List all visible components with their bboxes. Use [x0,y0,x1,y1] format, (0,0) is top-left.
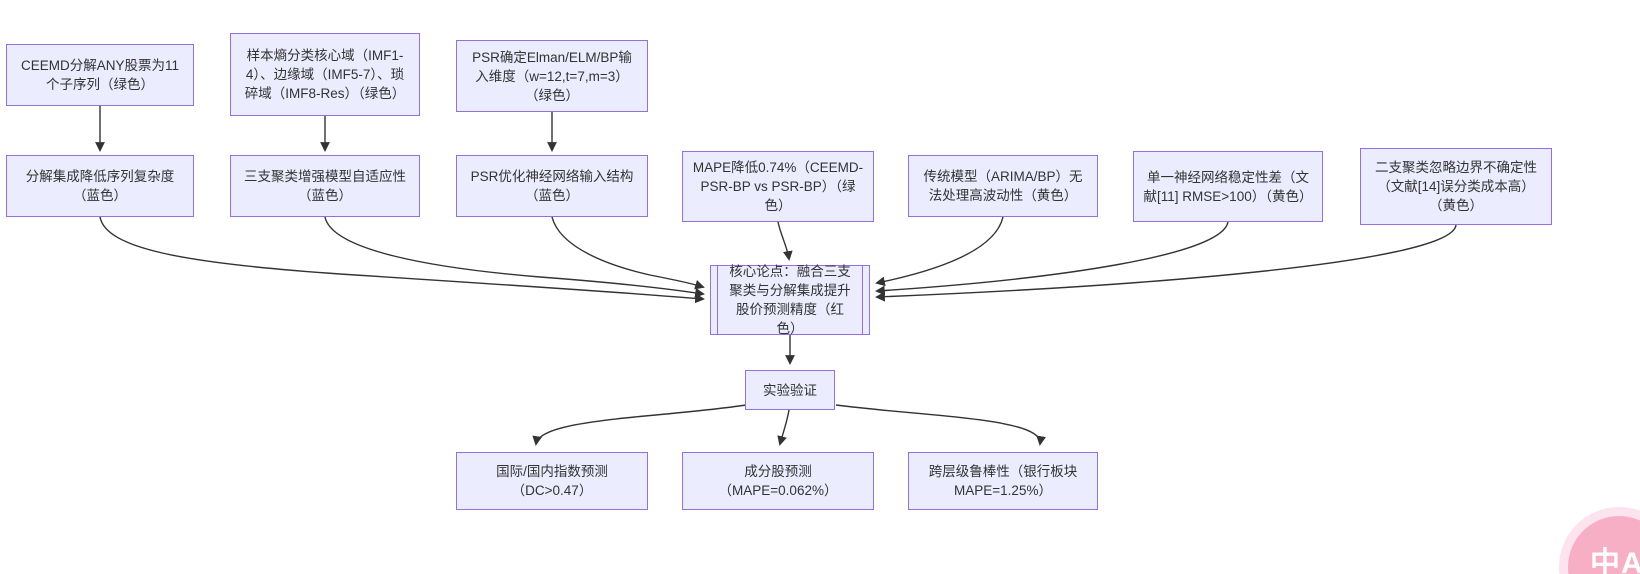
node-three-way: 三支聚类增强模型自适应性（蓝色） [230,155,420,217]
subroutine-inner-border-left [717,266,718,334]
edge-traditional-to-core [875,216,1004,287]
node-two-way: 二支聚类忽略边界不确定性（文献[14]误分类成本高）（黄色） [1360,148,1552,225]
edge-psr-opt-to-core [551,216,705,290]
node-psr-input: PSR确定Elman/ELM/BP输入维度（w=12,t=7,m=3）（绿色） [456,40,648,112]
node-experiment: 实验验证 [745,370,835,410]
node-psr-opt: PSR优化神经网络输入结构（蓝色） [456,155,648,217]
node-traditional: 传统模型（ARIMA/BP）无法处理高波动性（黄色） [908,155,1098,217]
node-stock-pred: 成分股预测（MAPE=0.062%） [682,452,874,510]
node-core-thesis: 核心论点：融合三支聚类与分解集成提升股价预测精度（红色） [710,264,870,336]
node-sample-entropy: 样本熵分类核心域（IMF1-4）、边缘域（IMF5-7）、琐碎域（IMF8-Re… [230,33,420,116]
edge-decomp-to-core [99,216,705,304]
node-mape-drop: MAPE降低0.74%（CEEMD-PSR-BP vs PSR-BP）（绿色） [682,151,874,222]
edge-experiment-to-robustness [835,404,1047,446]
edge-experiment-to-index-pred [532,404,747,446]
core-thesis-label: 核心论点：融合三支聚类与分解集成提升股价预测精度（红色） [729,264,851,336]
node-decomp: 分解集成降低序列复杂度（蓝色） [6,155,194,217]
node-robustness: 跨层级鲁棒性（银行板块MAPE=1.25%） [908,452,1098,510]
node-ceemd: CEEMD分解ANY股票为11个子序列（绿色） [6,44,194,106]
edge-experiment-to-stock-pred [777,409,790,446]
node-single-nn: 单一神经网络稳定性差（文献[11] RMSE>100）（黄色） [1133,151,1323,222]
translate-badge-label: 中A [1590,547,1640,574]
edge-three-way-to-core [324,216,705,298]
edge-mape-drop-to-core [777,221,793,261]
subroutine-inner-border-right [862,266,863,334]
edge-two-way-to-core [875,224,1457,302]
edge-single-nn-to-core [875,221,1229,296]
node-index-pred: 国际/国内指数预测（DC>0.47） [456,452,648,510]
translate-badge[interactable]: 中A [1568,516,1640,574]
